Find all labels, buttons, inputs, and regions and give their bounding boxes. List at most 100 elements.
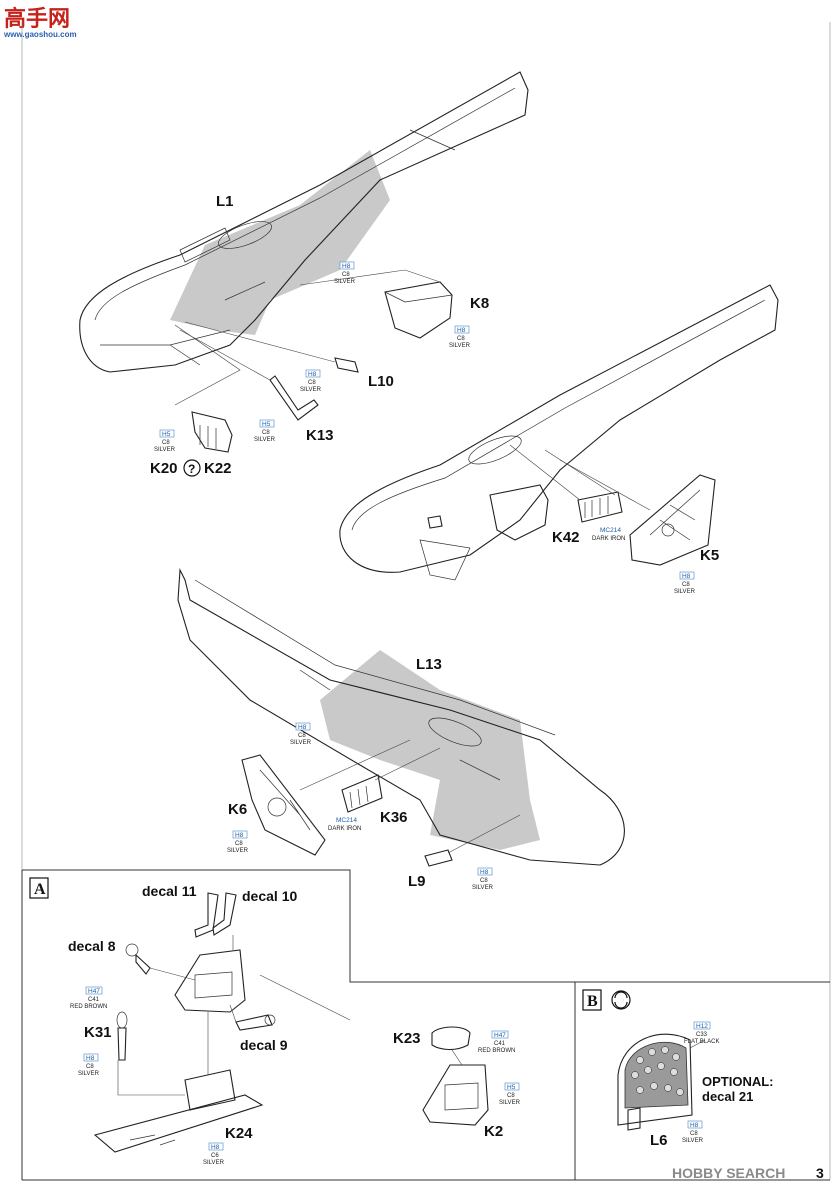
leader-step-a-to-detail xyxy=(259,974,351,1021)
paint-code-red-brown-k23: H47 C41 RED BROWN xyxy=(478,1030,515,1054)
svg-text:RED BROWN: RED BROWN xyxy=(70,1004,107,1010)
label-decal-11: decal 11 xyxy=(142,883,197,899)
label-k20: K20 xyxy=(150,460,178,477)
paint-code-silver-l1: H8 C8 SILVER xyxy=(334,261,356,285)
svg-text:?: ? xyxy=(188,462,195,476)
paint-code-silver-l6: H8 C8 SILVER xyxy=(682,1120,704,1144)
svg-text:H5: H5 xyxy=(262,421,271,428)
label-l9: L9 xyxy=(408,873,426,890)
fuselage-half-l1 xyxy=(79,71,529,373)
part-l9 xyxy=(424,814,521,867)
paint-code-silver-k13: H5 C8 SILVER xyxy=(254,419,276,443)
svg-text:H8: H8 xyxy=(235,832,244,839)
optional-note-line2: decal 21 xyxy=(702,1089,753,1104)
label-k36: K36 xyxy=(380,809,408,826)
svg-text:DARK IRON: DARK IRON xyxy=(328,826,361,832)
svg-text:FLAT BLACK: FLAT BLACK xyxy=(684,1039,719,1045)
svg-text:H8: H8 xyxy=(690,1122,699,1129)
svg-text:C8: C8 xyxy=(342,272,350,278)
decal-seatbelt-8 xyxy=(125,943,196,981)
paint-code-silver-l10: H8 C8 SILVER xyxy=(300,369,322,393)
svg-text:H8: H8 xyxy=(682,573,691,580)
svg-text:C8: C8 xyxy=(235,841,243,847)
part-k6 xyxy=(241,739,411,856)
paint-code-red-brown-k31: H47 C41 RED BROWN xyxy=(70,986,107,1010)
label-k31: K31 xyxy=(84,1024,112,1041)
paint-code-silver-k5: H8 C8 SILVER xyxy=(674,571,696,595)
label-k2: K2 xyxy=(484,1123,503,1140)
svg-text:A: A xyxy=(34,881,46,898)
svg-text:H8: H8 xyxy=(457,327,466,334)
paint-code-silver-k8: H8 C8 SILVER xyxy=(449,325,471,349)
svg-text:SILVER: SILVER xyxy=(254,437,276,443)
site-watermark: 高手网 www.gaoshou.com xyxy=(3,6,77,39)
paint-code-dark-iron-k42: MC214 DARK IRON xyxy=(592,527,625,542)
paint-code-dark-iron-k36: MC214 DARK IRON xyxy=(328,817,361,832)
svg-text:C8: C8 xyxy=(262,430,270,436)
part-k20-k22 xyxy=(174,324,241,453)
label-decal-8: decal 8 xyxy=(68,938,116,954)
label-k6: K6 xyxy=(228,801,247,818)
svg-text:SILVER: SILVER xyxy=(78,1071,100,1077)
part-k24 xyxy=(93,1012,264,1153)
fuselage-half-l13 xyxy=(177,567,625,866)
part-k2 xyxy=(422,1049,489,1126)
svg-text:SILVER: SILVER xyxy=(449,343,471,349)
part-seat-a xyxy=(174,949,246,1013)
label-k5: K5 xyxy=(700,547,719,564)
part-k36 xyxy=(341,747,441,813)
label-k42: K42 xyxy=(552,529,580,546)
step-b-badge: B xyxy=(582,989,602,1011)
svg-text:H8: H8 xyxy=(342,263,351,270)
svg-text:SILVER: SILVER xyxy=(499,1100,521,1106)
label-k23: K23 xyxy=(393,1030,421,1047)
label-decal-9: decal 9 xyxy=(240,1037,288,1053)
paint-code-flat-black-l6: H12 C33 FLAT BLACK xyxy=(684,1021,719,1045)
frame-step-a xyxy=(22,869,830,983)
part-k8 xyxy=(299,269,453,339)
svg-text:H8: H8 xyxy=(480,869,489,876)
svg-text:C8: C8 xyxy=(457,336,465,342)
fuselage-half-right xyxy=(339,284,779,581)
label-l6: L6 xyxy=(650,1132,668,1149)
svg-text:C8: C8 xyxy=(690,1131,698,1137)
paint-code-silver-k2: H5 C8 SILVER xyxy=(499,1082,521,1106)
part-k5 xyxy=(559,459,716,566)
svg-text:SILVER: SILVER xyxy=(290,740,312,746)
step-a-badge: A xyxy=(29,877,49,899)
svg-text:C8: C8 xyxy=(86,1064,94,1070)
svg-text:DARK IRON: DARK IRON xyxy=(592,536,625,542)
svg-text:SILVER: SILVER xyxy=(154,447,176,453)
svg-text:C8: C8 xyxy=(298,733,306,739)
part-l6-instrument-panel xyxy=(617,1033,706,1131)
paint-code-silver-k24: H8 C6 SILVER xyxy=(203,1142,225,1166)
svg-text:C8: C8 xyxy=(682,582,690,588)
page-number: 3 xyxy=(816,1165,824,1181)
svg-text:H5: H5 xyxy=(507,1084,516,1091)
paint-code-silver-k31: H8 C8 SILVER xyxy=(78,1053,100,1077)
svg-text:SILVER: SILVER xyxy=(300,387,322,393)
svg-text:H8: H8 xyxy=(308,371,317,378)
svg-text:H8: H8 xyxy=(211,1144,220,1151)
optional-note-line1: OPTIONAL: xyxy=(702,1074,774,1089)
part-k23 xyxy=(431,1026,471,1051)
watermark-site-name: 高手网 xyxy=(4,6,70,31)
either-or-icon: ? xyxy=(183,459,201,477)
part-k13 xyxy=(179,329,319,421)
svg-text:RED BROWN: RED BROWN xyxy=(478,1048,515,1054)
svg-text:SILVER: SILVER xyxy=(682,1138,704,1144)
label-k8: K8 xyxy=(470,295,489,312)
svg-text:SILVER: SILVER xyxy=(674,589,696,595)
svg-text:SILVER: SILVER xyxy=(203,1160,225,1166)
svg-text:H5: H5 xyxy=(162,431,171,438)
svg-text:H47: H47 xyxy=(494,1032,506,1039)
part-k42 xyxy=(509,444,623,523)
svg-text:SILVER: SILVER xyxy=(334,279,356,285)
label-decal-10: decal 10 xyxy=(242,888,297,904)
decal-seatbelt-9 xyxy=(229,1004,276,1031)
label-k24: K24 xyxy=(225,1125,253,1142)
label-k22: K22 xyxy=(204,460,232,477)
svg-text:B: B xyxy=(587,993,598,1010)
watermark-brand: HOBBY SEARCH xyxy=(672,1165,785,1181)
svg-text:SILVER: SILVER xyxy=(227,848,249,854)
